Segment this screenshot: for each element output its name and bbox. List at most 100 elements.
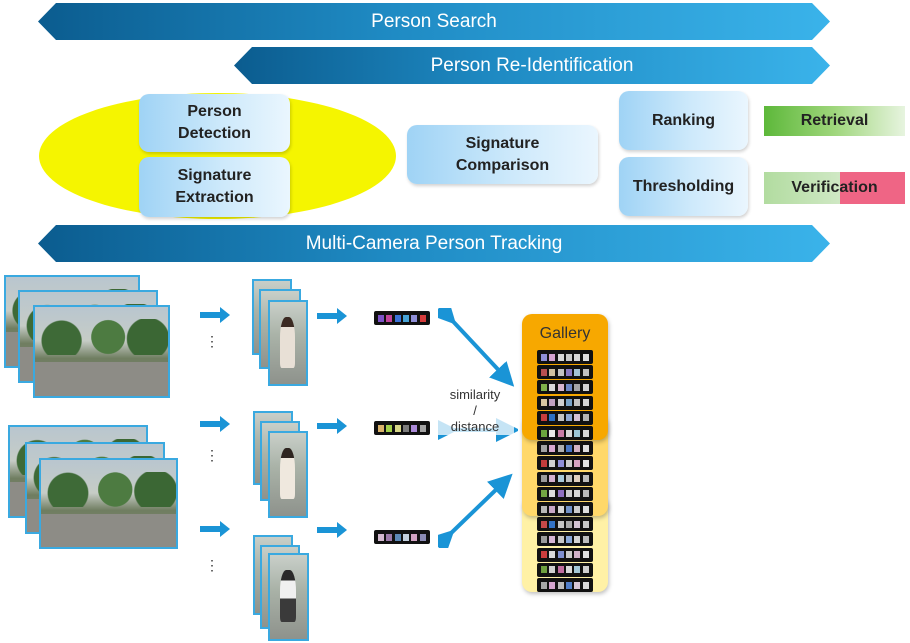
retrieval-tag: Retrieval [764,106,905,136]
arrow-right-icon [200,521,230,537]
signature-swatch [574,368,581,376]
signature-swatch [549,459,556,467]
gallery-signature-row [537,350,593,364]
signature-swatch [386,424,393,432]
person-crop [268,553,309,641]
signature-swatch [541,551,548,559]
signature-swatch [574,353,581,361]
signature-swatch [411,314,418,322]
signature-swatch [378,314,385,322]
camera-frame [33,305,170,398]
signature-swatch [549,383,556,391]
signature-swatch [574,429,581,437]
ellipsis-dots: ⋮ [205,447,219,463]
signature-swatch [541,505,548,513]
signature-swatch [574,444,581,452]
signature-swatch [582,520,589,528]
signature-swatch [403,533,410,541]
signature-swatch [574,535,581,543]
signature-extraction-box: Signature Extraction [139,157,290,217]
gallery-signature-row [537,380,593,395]
thresholding-box: Thresholding [619,157,748,216]
signature-swatch [549,520,556,528]
signature-swatch [574,475,581,483]
signature-swatch [566,459,573,467]
signature-swatch [574,505,581,513]
signature-swatch [557,414,564,422]
signature-swatch [394,424,401,432]
gallery-signature-row [537,486,593,501]
signature-swatch [557,444,564,452]
signature-swatch [403,314,410,322]
signature-swatch [541,353,548,361]
signature-swatch [557,353,564,361]
ellipsis-dots: ⋮ [205,333,219,349]
signature-swatch [582,383,589,391]
gallery-signature-row [537,456,593,471]
signature-swatch [574,383,581,391]
signature-swatch [582,368,589,376]
signature-swatch [541,383,548,391]
signature-swatch [582,505,589,513]
signature-swatch [394,314,401,322]
signature-swatch [541,535,548,543]
signature-swatch [419,424,426,432]
signature-swatch [566,383,573,391]
signature-swatch [566,368,573,376]
gallery-signature-row [537,502,593,516]
camera-frame [39,458,178,549]
signature-comparison-label: Signature Comparison [455,134,550,174]
verification-tag: Verification [764,172,905,204]
signature-swatch [549,566,556,574]
signature-swatch [541,475,548,483]
signature-swatch [549,581,556,589]
person-detection-box: Person Detection [139,94,290,152]
signature-swatch [566,475,573,483]
signature-swatch [574,566,581,574]
gallery-signature-row [537,547,593,562]
signature-swatch [566,429,573,437]
gallery-signature-row [537,395,593,410]
banner-tracking-label: Multi-Camera Person Tracking [305,232,563,254]
ellipsis-dots: ⋮ [205,557,219,573]
signature-swatch [582,353,589,361]
signature-swatch [386,314,393,322]
arrow-right-icon [317,418,347,434]
signature-swatch [574,490,581,498]
signature-swatch [549,353,556,361]
gallery-signature-row [537,517,593,532]
banner-person-reid: Person Re-Identification [234,47,830,84]
signature-swatch [566,551,573,559]
gallery-signature-row [537,426,593,440]
gallery-label: Gallery [539,325,591,342]
signature-comparison-box: Signature Comparison [407,125,598,184]
person-crop [268,300,308,386]
signature-swatch [557,505,564,513]
gallery-signature-row [537,471,593,486]
signature-swatch [549,429,556,437]
signature-swatch [566,566,573,574]
signature-swatch [557,475,564,483]
signature-swatch [549,505,556,513]
query-signature [374,421,430,435]
signature-swatch [541,444,548,452]
ranking-box: Ranking [619,91,748,150]
gallery-signature-row [537,441,593,456]
signature-swatch [574,520,581,528]
signature-swatch [566,444,573,452]
gallery-signature-row [537,532,593,547]
signature-swatch [566,520,573,528]
query-signature [374,530,430,544]
signature-swatch [541,429,548,437]
signature-swatch [541,581,548,589]
signature-swatch [574,459,581,467]
query-signature [374,311,430,325]
verification-label: Verification [791,179,878,196]
signature-swatch [582,444,589,452]
signature-swatch [541,399,548,407]
signature-swatch [566,414,573,422]
signature-swatch [557,399,564,407]
signature-extraction-label: Signature Extraction [175,167,254,206]
gallery-signature-row [537,365,593,380]
banner-tracking: Multi-Camera Person Tracking [38,225,830,262]
